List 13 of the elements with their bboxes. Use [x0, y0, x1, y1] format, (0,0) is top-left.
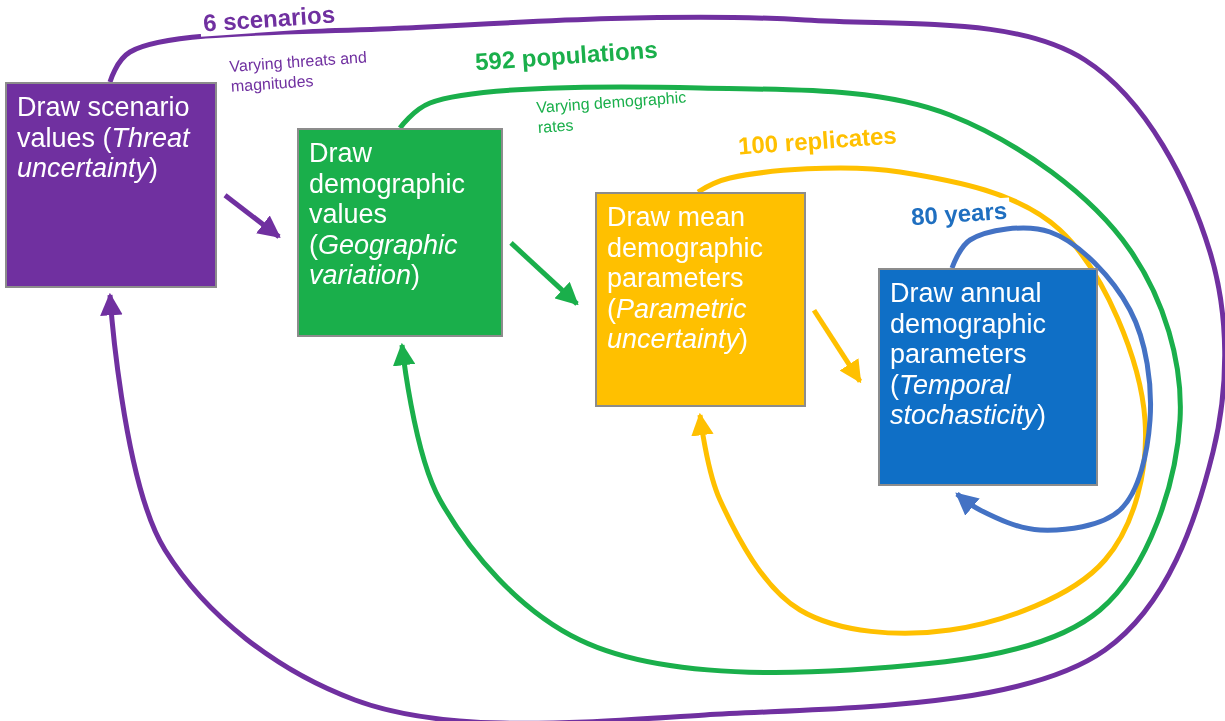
- process-box: Draw demographic values (Geographic variation): [297, 128, 503, 337]
- annotation-text: Varying demographic rates: [535, 87, 688, 138]
- arrow: [100, 14, 1225, 721]
- process-box: Draw scenario values (Threat uncertainty): [5, 82, 217, 288]
- process-box: Draw annual demographic parameters (Temporal stochasticity): [878, 268, 1098, 486]
- arrow: [509, 241, 579, 306]
- arrow: [949, 225, 1153, 533]
- arrow: [811, 308, 863, 384]
- arrow: [393, 84, 1183, 675]
- annotation-text: Varying threats and magnitudes: [228, 47, 369, 97]
- process-box: Draw mean demographic parameters (Parametric uncertainty): [595, 192, 806, 407]
- arrow: [223, 193, 281, 239]
- arrow: [691, 165, 1148, 636]
